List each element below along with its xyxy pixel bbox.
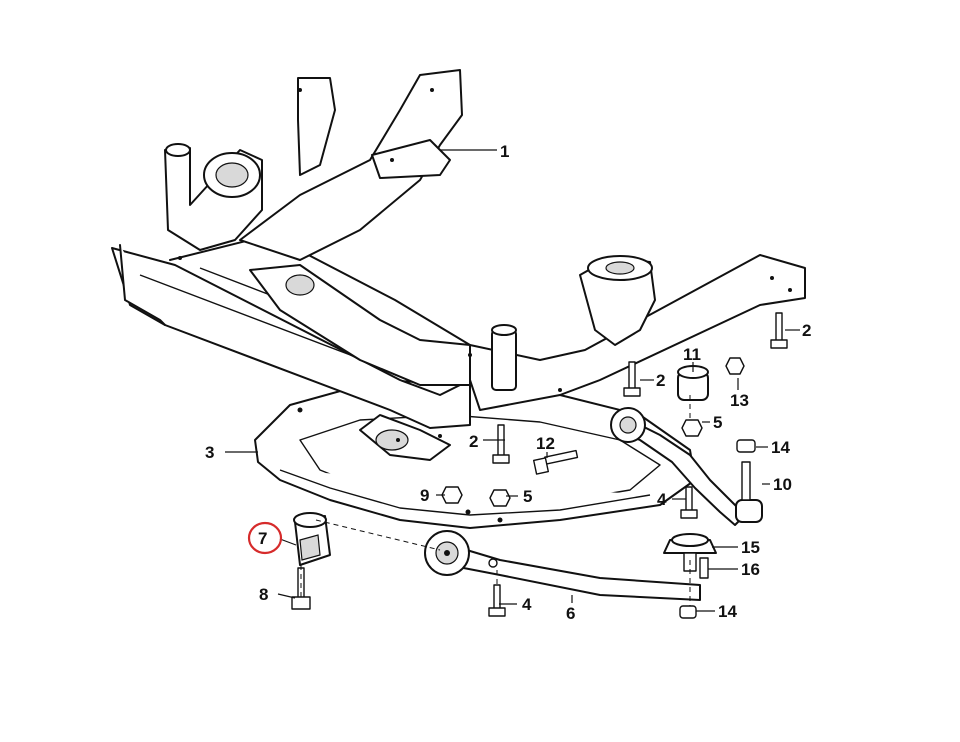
- callout-3: 3: [205, 443, 214, 462]
- callout-14b: 14: [718, 602, 737, 621]
- callout-13: 13: [730, 391, 749, 410]
- callout-5b: 5: [523, 487, 532, 506]
- callout-4a: 4: [657, 490, 667, 509]
- callout-5a: 5: [713, 413, 722, 432]
- callout-4b: 4: [522, 595, 532, 614]
- underbody-shield: [254, 379, 696, 529]
- callout-9: 9: [420, 486, 429, 505]
- rubber-bearing: [293, 512, 331, 566]
- callout-8: 8: [259, 585, 268, 604]
- callout-10: 10: [773, 475, 792, 494]
- callout-2a: 2: [802, 321, 811, 340]
- callout-2b: 2: [656, 371, 665, 390]
- callout-1: 1: [500, 142, 509, 161]
- callout-labels: 1 2 2 2 3 4 4 5 5 6 7 8 9 10 11 12 13 14…: [205, 142, 811, 623]
- wishbone-ball-joint: [610, 407, 763, 526]
- callout-6: 6: [566, 604, 575, 623]
- callout-16: 16: [741, 560, 760, 579]
- front-subframe: [111, 69, 806, 461]
- callout-12: 12: [536, 434, 555, 453]
- callout-7: 7: [258, 529, 267, 548]
- callout-11: 11: [683, 345, 701, 364]
- callout-14a: 14: [771, 438, 790, 457]
- callout-7-highlight-ring: [247, 521, 283, 555]
- callout-2c: 2: [469, 432, 478, 451]
- alignment-lines: [300, 395, 691, 606]
- leader-lines: [225, 149, 800, 612]
- callout-15: 15: [741, 538, 760, 557]
- control-arm-long: [424, 530, 701, 601]
